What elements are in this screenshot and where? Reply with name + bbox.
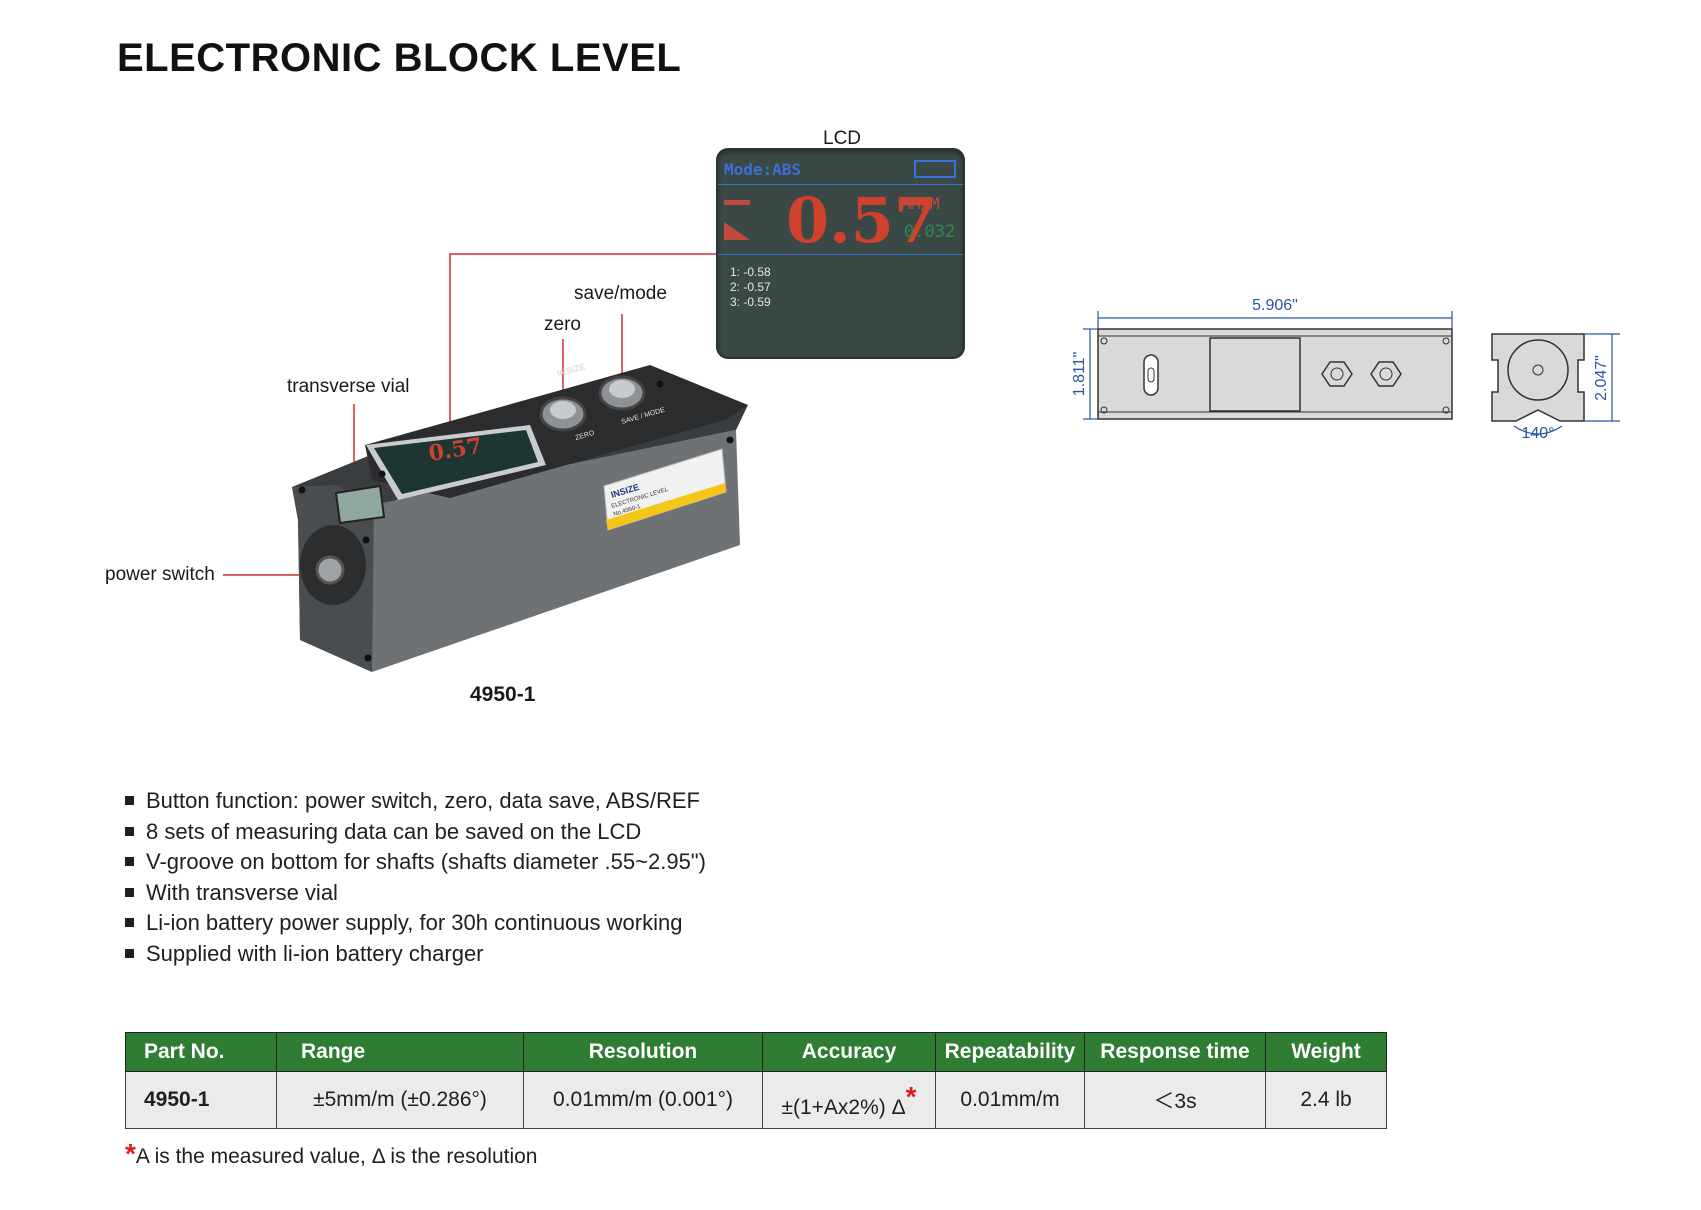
cell-repeatability: 0.01mm/m [935,1071,1085,1129]
header-resolution: Resolution [523,1032,763,1072]
footnote-asterisk: * [125,1138,136,1169]
list-item: 8 sets of measuring data can be saved on… [125,817,706,848]
list-item: Li-ion battery power supply, for 30h con… [125,908,706,939]
table-header-row: Part No. Range Resolution Accuracy Repea… [125,1032,1387,1072]
cell-response-time: ＜3s [1084,1071,1266,1129]
lcd-display: Mode:ABS 0.57 MM/M 0.032 1: -0.58 2: -0.… [718,150,963,357]
tilt-indicator-icon [724,200,750,240]
lcd-unit: MM/M [901,194,940,213]
list-item: With transverse vial [125,878,706,909]
footnote: *A is the measured value, Δ is the resol… [125,1138,538,1169]
cell-accuracy: ±(1+Ax2%) Δ* [762,1071,936,1129]
callout-lines [223,253,718,576]
transverse-vial [334,484,386,525]
dimension-drawing-side: 140° 2.047" [1491,333,1620,442]
cell-part-no: 4950-1 [125,1071,277,1129]
model-number: 4950-1 [470,683,536,706]
table-row: 4950-1 ±5mm/m (±0.286°) 0.01mm/m (0.001°… [125,1071,1387,1129]
callout-save-mode: save/mode [574,283,667,304]
lcd-memory-2: 2: -0.57 [730,280,771,294]
callout-power-switch: power switch [105,564,215,585]
bullet-icon [125,948,134,958]
lcd-main-reading: 0.57 [786,184,938,257]
lcd-memory-1: 1: -0.58 [730,265,771,279]
bullet-icon [125,857,134,867]
header-response-time: Response time [1084,1032,1266,1072]
list-item: V-groove on bottom for shafts (shafts di… [125,847,706,878]
list-item: Supplied with li-ion battery charger [125,939,706,970]
lcd-callout-line [449,253,718,425]
header-repeatability: Repeatability [935,1032,1085,1072]
cell-weight: 2.4 lb [1265,1071,1387,1129]
bullet-icon [125,887,134,897]
asterisk-mark: * [905,1080,917,1112]
vial-outline [1143,354,1159,396]
height-dimension: 1.811" [1071,352,1088,397]
side-height-dimension: 2.047" [1593,355,1610,401]
header-range: Range [276,1032,524,1072]
battery-icon [914,160,956,178]
block-level-device: 0.57 ZERO SAVE / MODE INSIZE INSIZE ELEC… [292,361,748,672]
header-part-no: Part No. [125,1032,277,1072]
bullet-icon [125,826,134,836]
callout-zero: zero [544,314,581,335]
callout-lcd: LCD [823,128,862,149]
list-item: Button function: power switch, zero, dat… [125,786,706,817]
brand-engraving: INSIZE [556,361,587,379]
bullet-icon [125,918,134,928]
header-accuracy: Accuracy [762,1032,936,1072]
dimension-drawing-front: 5.906" 1.811" [1071,297,1453,420]
zero-button-outline [1321,361,1353,387]
cell-range: ±5mm/m (±0.286°) [276,1071,524,1129]
callout-transverse-vial: transverse vial [287,376,410,397]
cell-resolution: 0.01mm/m (0.001°) [523,1071,763,1129]
header-weight: Weight [1265,1032,1387,1072]
lcd-secondary-reading: 0.032 [904,222,956,242]
angle-dimension: 140° [1521,425,1554,442]
bullet-icon [125,796,134,805]
spec-table: Part No. Range Resolution Accuracy Repea… [125,1032,1387,1129]
feature-list: Button function: power switch, zero, dat… [125,786,706,970]
length-dimension: 5.906" [1252,297,1298,314]
page-title: ELECTRONIC BLOCK LEVEL [117,36,682,80]
lcd-mode-text: Mode:ABS [724,160,802,179]
power-switch-knob [315,555,345,585]
lcd-outline [1209,337,1301,412]
save-button-outline [1370,361,1402,387]
lcd-memory-3: 3: -0.59 [730,295,771,309]
